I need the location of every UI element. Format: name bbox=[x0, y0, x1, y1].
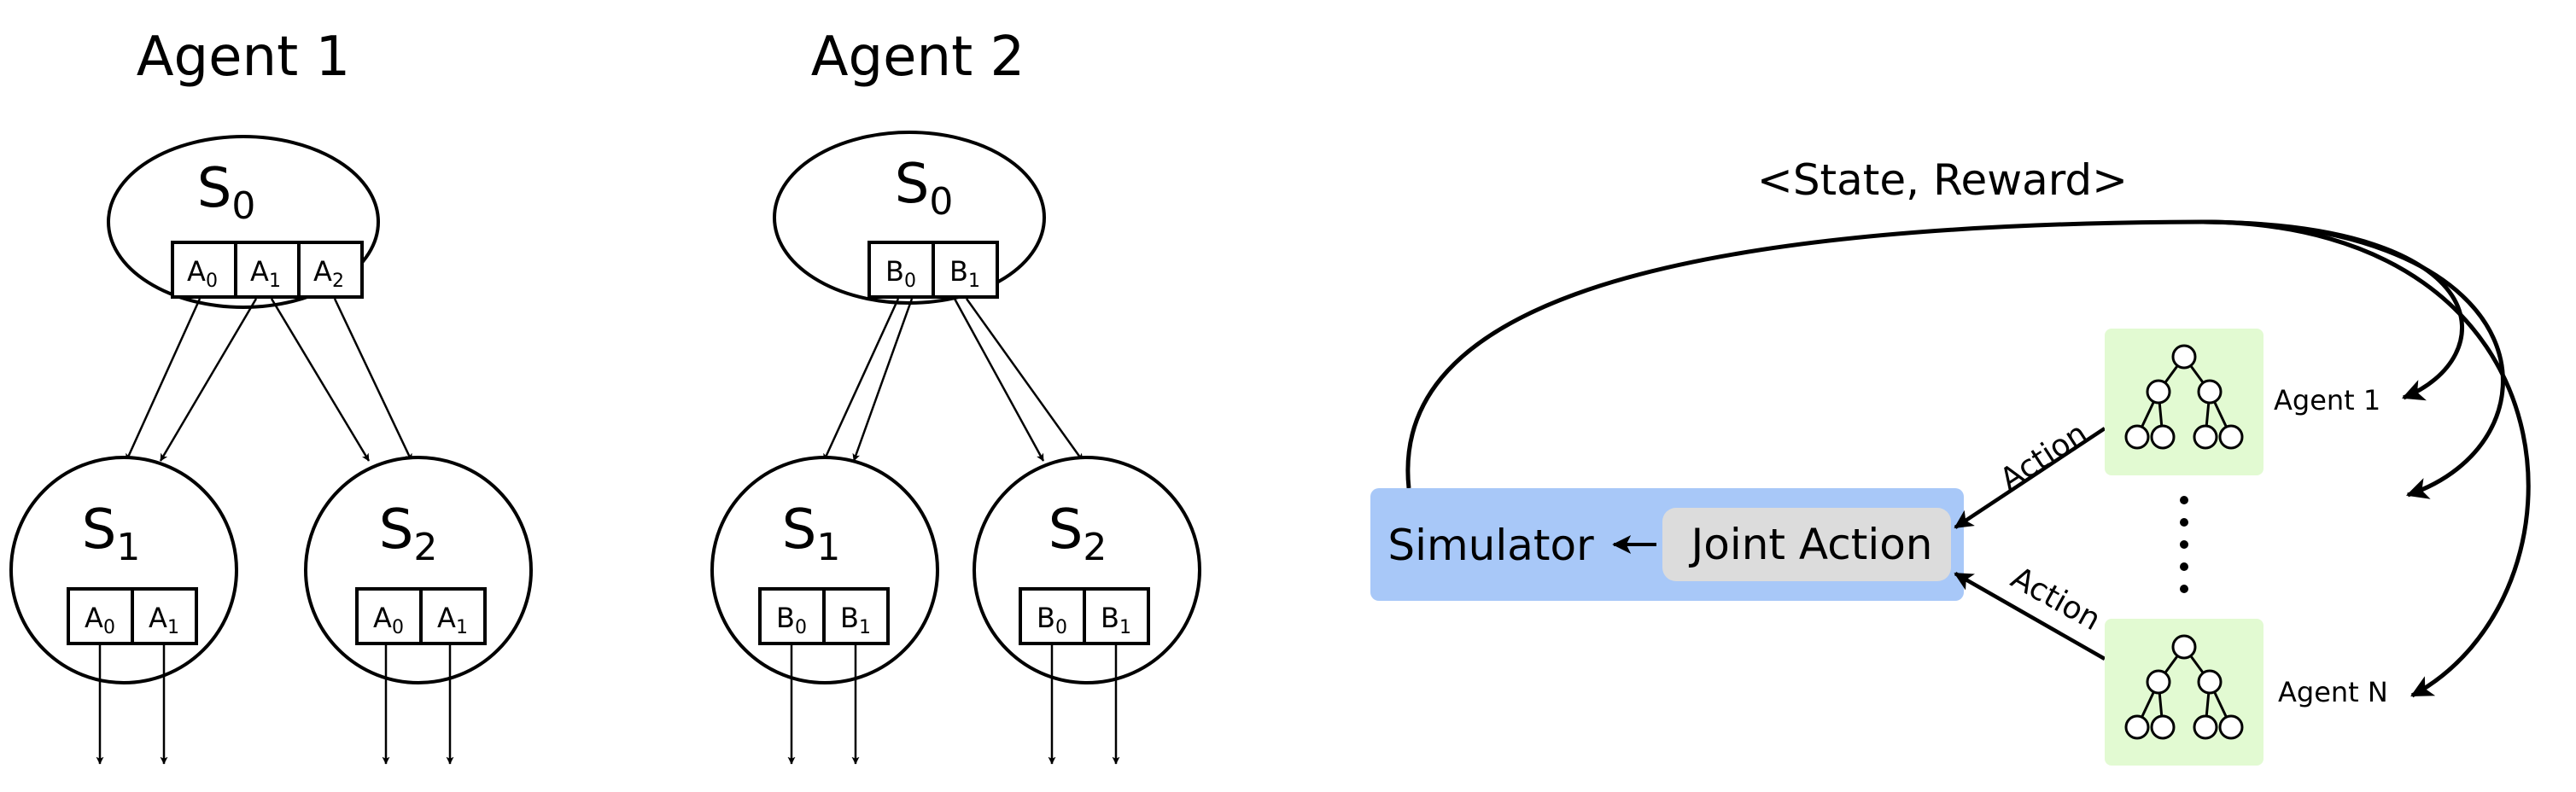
simulator-label: Simulator bbox=[1387, 521, 1594, 570]
feedback-arrow-agent-n bbox=[2202, 219, 2531, 698]
agent-2-root-action-box: B0 B1 bbox=[867, 241, 999, 299]
agent-2-s1-action-box: B0 B1 bbox=[758, 587, 890, 645]
action-label-bottom: Action bbox=[2005, 561, 2106, 638]
agent-1-edges bbox=[125, 298, 413, 462]
action-a1: A1 bbox=[250, 255, 281, 292]
action-label-top: Action bbox=[1994, 416, 2094, 498]
feedback-arrow-middle bbox=[2202, 219, 2505, 499]
agent-1-child-s2-state: S2 bbox=[379, 498, 438, 569]
feedback-arc bbox=[1405, 219, 2204, 489]
agent-2-title: Agent 2 bbox=[811, 26, 1025, 89]
agent-n-label: Agent N bbox=[2278, 676, 2388, 708]
agent-1-s2-out-arrows bbox=[382, 645, 454, 765]
agent-2-child-node-s1 bbox=[710, 456, 939, 684]
agent-2-tree: Agent 2 S0 B0 B1 S1 B0 B1 S2 bbox=[710, 26, 1201, 765]
agent-2-child-s2-state: S2 bbox=[1049, 498, 1107, 569]
action-arrow-top bbox=[1954, 427, 2106, 529]
agent-1-child-s1-state: S1 bbox=[82, 498, 141, 569]
agent-1-label: Agent 1 bbox=[2274, 384, 2380, 416]
agent-1-root-action-box: A0 A1 A2 bbox=[171, 241, 364, 299]
agent-2-s1-out-arrows bbox=[787, 645, 860, 765]
agent-1-child-node-s2 bbox=[304, 456, 533, 684]
ellipsis-dots bbox=[2180, 496, 2188, 593]
tree-icon bbox=[2124, 344, 2244, 450]
agent-1-title: Agent 1 bbox=[137, 26, 351, 89]
agent-2-root-state: S0 bbox=[895, 153, 954, 224]
system-diagram: <State, Reward> Simulator Joint Action A… bbox=[1370, 155, 2531, 766]
agent-2-child-node-s2 bbox=[973, 456, 1201, 684]
joint-action-label: Joint Action bbox=[1688, 520, 1932, 569]
state-reward-label: <State, Reward> bbox=[1757, 155, 2128, 205]
action-arrow-bottom bbox=[1954, 572, 2106, 661]
joint-action-box bbox=[1662, 508, 1951, 581]
svg-text:B1: B1 bbox=[840, 602, 871, 638]
tree-icon bbox=[2124, 634, 2244, 740]
agent-2-edges bbox=[822, 298, 1084, 462]
agent-2-child-s1-state: S1 bbox=[782, 498, 841, 569]
agent-1-tree: Agent 1 S0 A0 A1 A2 S1 A0 A1 bbox=[9, 26, 533, 765]
agent-2-s2-out-arrows bbox=[1048, 645, 1120, 765]
agent-1-child-node-s1 bbox=[9, 456, 238, 684]
agent-1-s1-action-box: A0 A1 bbox=[67, 587, 198, 645]
agent-2-s2-action-box: B0 B1 bbox=[1019, 587, 1150, 645]
agent-1-root-state: S0 bbox=[197, 157, 256, 228]
agent-1-s2-action-box: A0 A1 bbox=[355, 587, 487, 645]
agent-1-s1-out-arrows bbox=[96, 645, 168, 765]
